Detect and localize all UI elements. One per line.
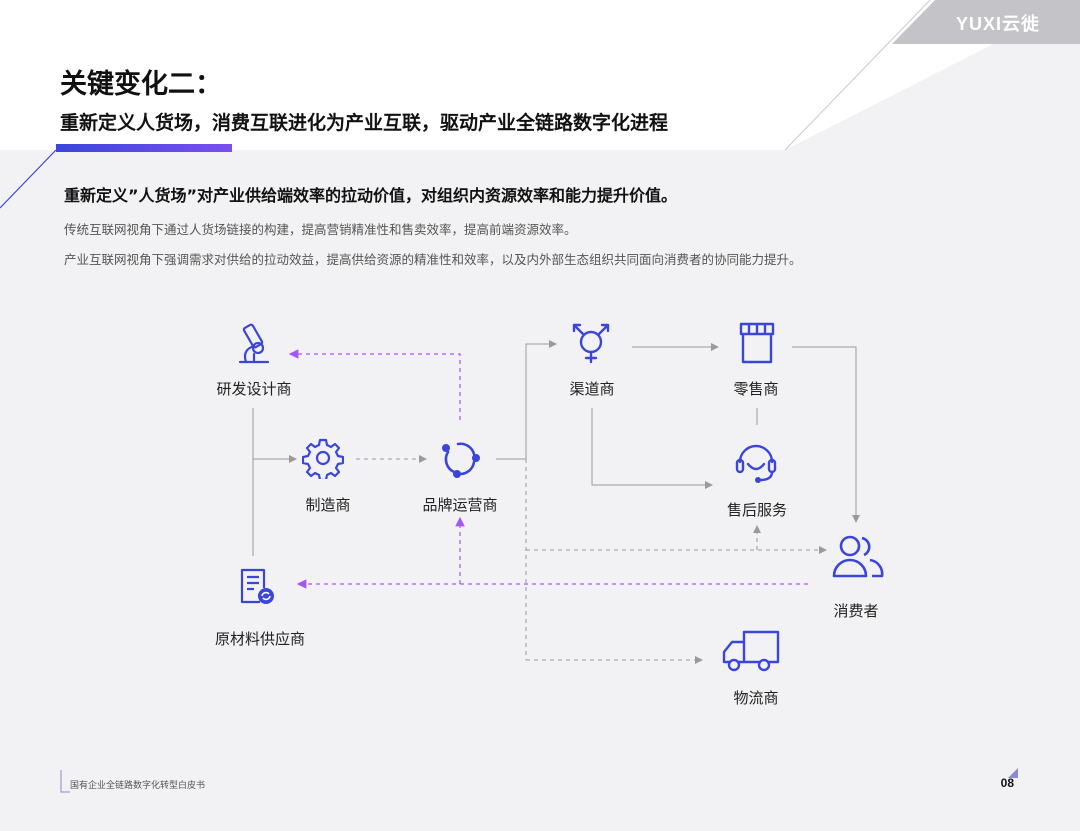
document-recycle-icon (240, 568, 274, 604)
brand-logo: YUXI云徙 (955, 14, 1040, 34)
node-label-brand: 品牌运营商 (422, 496, 498, 514)
page-subtitle: 重新定义人货场，消费互联进化为产业互联，驱动产业全链路数字化进程 (60, 112, 669, 134)
node-label-material: 原材料供应商 (214, 630, 306, 648)
gender-icon (572, 323, 610, 364)
users-icon (832, 535, 884, 578)
node-label-service: 售后服务 (726, 501, 788, 519)
body-text-line: 产业互联网视角下强调需求对供给的拉动效益，提高供给资源的精准性和效率，以及内外部… (64, 252, 802, 267)
node-label-rd: 研发设计商 (216, 380, 292, 398)
body-text-line: 传统互联网视角下通过人货场链接的构建，提高营销精准性和售卖效率，提高前端资源效率… (64, 222, 577, 237)
footer-bracket (60, 770, 70, 793)
title-accent-bar (56, 144, 232, 152)
page-corner-mark (1008, 768, 1018, 778)
footer-doc-title: 国有企业全链路数字化转型白皮书 (70, 781, 206, 791)
page-number: 08 (1000, 776, 1014, 790)
node-label-logistics: 物流商 (733, 689, 779, 707)
page-title: 关键变化二： (60, 69, 222, 100)
gear-icon (302, 438, 344, 479)
microscope-icon (238, 323, 270, 364)
cycle-icon (442, 442, 480, 478)
headset-icon (735, 444, 777, 483)
truck-icon (722, 630, 780, 672)
node-label-manufacturer: 制造商 (305, 496, 351, 514)
section-headline: 重新定义”人货场”对产业供给端效率的拉动价值，对组织内资源效率和能力提升价值。 (64, 186, 678, 205)
node-label-consumer: 消费者 (833, 602, 879, 620)
node-label-retail: 零售商 (733, 380, 779, 398)
node-label-channel: 渠道商 (569, 380, 615, 398)
store-icon (739, 322, 775, 364)
